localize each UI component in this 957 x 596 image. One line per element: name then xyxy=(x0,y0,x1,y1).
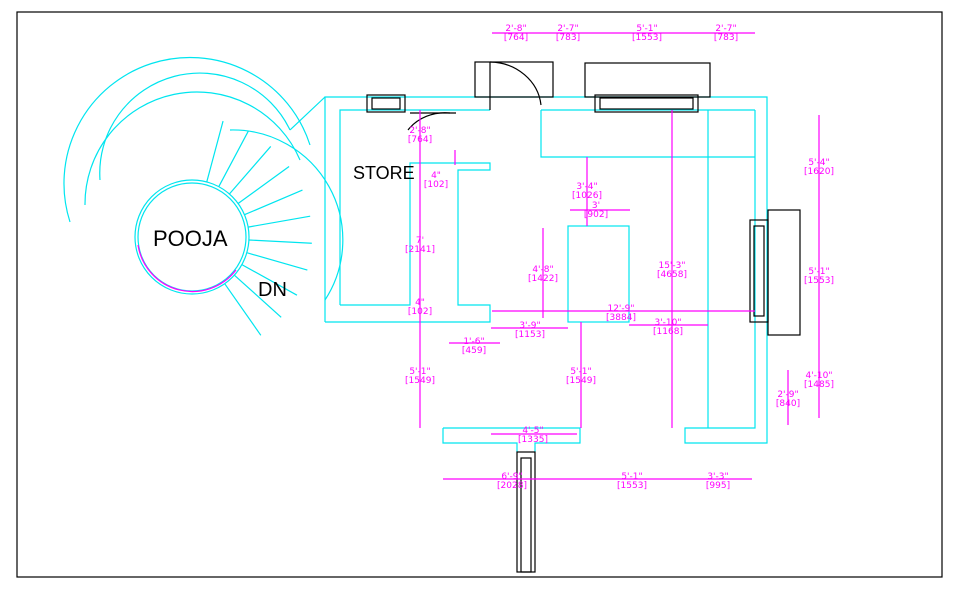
dimension-imperial: 12'-9" xyxy=(607,304,634,314)
stair-tread xyxy=(244,189,303,216)
dimension-imperial: 4" xyxy=(415,298,425,308)
dimension-metric: [783] xyxy=(714,33,738,43)
dimension-imperial: 4'-8" xyxy=(532,265,553,275)
window xyxy=(749,219,769,323)
dimension-metric: [459] xyxy=(462,346,486,356)
dimension-metric: [102] xyxy=(408,307,432,317)
dimension-metric: [2141] xyxy=(405,245,435,255)
dimension-imperial: 5'-1" xyxy=(808,267,829,277)
dimension-imperial: 7' xyxy=(416,236,424,246)
fixtures xyxy=(366,61,801,573)
dimension-lines xyxy=(419,32,820,480)
dimension-imperial: 2'-8" xyxy=(409,126,430,136)
dimension-imperial: 6'-9" xyxy=(501,472,522,482)
dimension-metric: [4658] xyxy=(657,270,687,280)
dimension-imperial: 2'-8" xyxy=(505,24,526,34)
window xyxy=(516,451,536,573)
dimension-imperial: 5'-1" xyxy=(636,24,657,34)
dimension-metric: [102] xyxy=(424,180,448,190)
stair-label-dn: DN xyxy=(258,279,287,301)
dimension-metric: [902] xyxy=(584,210,608,220)
dimension-imperial: 4" xyxy=(431,171,441,181)
dimension-metric: [1485] xyxy=(804,380,834,390)
dimension-metric: [1422] xyxy=(528,274,558,284)
window xyxy=(594,94,699,113)
dimension-imperial: 3'-10" xyxy=(654,318,681,328)
dimension-labels: 2'-8"[764]2'-7"[783]5'-1"[1553]2'-7"[783… xyxy=(405,24,834,491)
dimension-metric: [1153] xyxy=(515,330,545,340)
dimension-metric: [783] xyxy=(556,33,580,43)
dimension-metric: [764] xyxy=(408,135,432,145)
stair-tread xyxy=(241,264,298,296)
dimension-imperial: 5'-1" xyxy=(409,367,430,377)
dimension-metric: [1168] xyxy=(653,327,683,337)
dimension-imperial: 4'-10" xyxy=(805,371,832,381)
window xyxy=(366,94,406,113)
dimension-metric: [2028] xyxy=(497,481,527,491)
dimension-imperial: 2'-7" xyxy=(557,24,578,34)
dimension-metric: [1549] xyxy=(566,376,596,386)
dimension-imperial: 1'-6" xyxy=(463,337,484,347)
dimension-metric: [1553] xyxy=(617,481,647,491)
room-label-pooja: POOJA xyxy=(153,226,228,251)
dimension-imperial: 4'-5" xyxy=(522,426,543,436)
dimension-metric: [840] xyxy=(776,399,800,409)
spiral-staircase xyxy=(63,56,344,336)
dimension-metric: [764] xyxy=(504,33,528,43)
stair-tread xyxy=(224,283,262,336)
stair-tread xyxy=(228,146,272,195)
stair-tread xyxy=(248,215,311,228)
dimension-imperial: 15'-3" xyxy=(658,261,685,271)
dimension-metric: [1335] xyxy=(518,435,548,445)
stair-tread xyxy=(233,274,282,318)
stair-tread xyxy=(246,252,308,271)
dimension-metric: [995] xyxy=(706,481,730,491)
dimension-metric: [1620] xyxy=(804,167,834,177)
dimension-imperial: 3'-4" xyxy=(576,182,597,192)
dimension-metric: [1549] xyxy=(405,376,435,386)
drawing-frame xyxy=(16,11,943,578)
stair-tread xyxy=(248,239,312,244)
room-label-store: STORE xyxy=(353,163,415,183)
stair-tread xyxy=(237,165,290,204)
dimension-metric: [1026] xyxy=(572,191,602,201)
dimension-metric: [1553] xyxy=(804,276,834,286)
dimension-imperial: 3' xyxy=(592,201,600,211)
stair-tread xyxy=(218,130,249,187)
dimension-imperial: 2'-7" xyxy=(715,24,736,34)
door-swing-icon xyxy=(489,61,542,106)
dimension-imperial: 5'-4" xyxy=(808,158,829,168)
dimension-metric: [3884] xyxy=(606,313,636,323)
dimension-metric: [1553] xyxy=(632,33,662,43)
dimension-imperial: 3'-9" xyxy=(519,321,540,331)
dimension-imperial: 5'-1" xyxy=(570,367,591,377)
dimension-imperial: 2'-9" xyxy=(777,390,798,400)
walls xyxy=(289,96,768,452)
dimension-imperial: 3'-3" xyxy=(707,472,728,482)
dimension-imperial: 5'-1" xyxy=(621,472,642,482)
stair-tread xyxy=(206,120,224,183)
